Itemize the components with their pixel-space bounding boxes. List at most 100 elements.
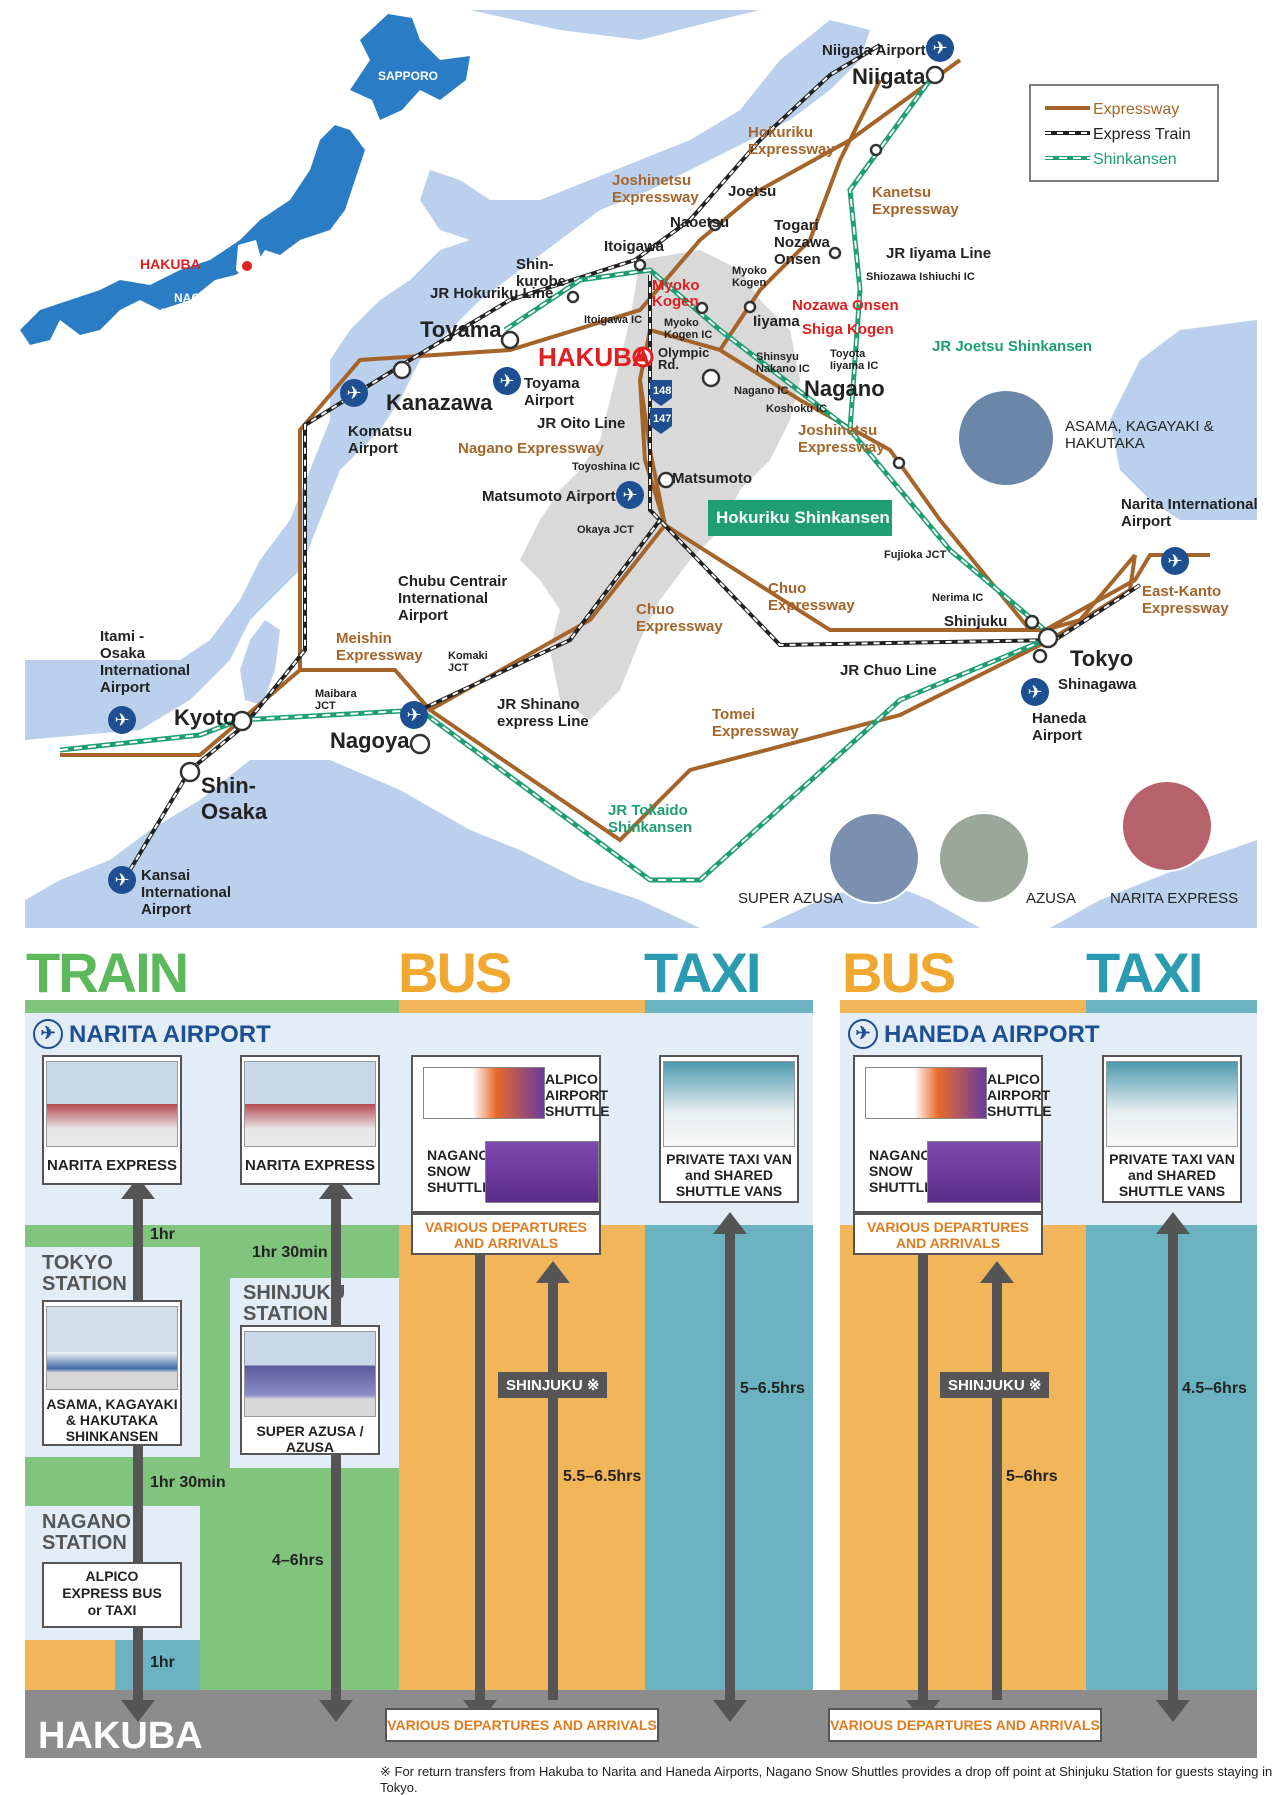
super-azusa-photo xyxy=(828,812,920,904)
red-shiga-kogen: Shiga Kogen xyxy=(802,321,894,338)
airplane-icon xyxy=(1021,678,1049,706)
hakuba-marker-dot xyxy=(639,353,647,361)
alpico-label: ALPICO AIRPORT SHUTTLE xyxy=(987,1071,1052,1119)
city-niigata: Niigata xyxy=(852,64,926,89)
exp-joshinetsu-south: Joshinetsu Expressway xyxy=(798,422,885,456)
hakuba-map-label: HAKUBA xyxy=(538,342,651,372)
card-label: NARITA EXPRESS xyxy=(244,1157,376,1174)
inset-hakuba: HAKUBA xyxy=(140,256,201,272)
airport-toyama: Toyama Airport xyxy=(524,375,580,409)
airplane-icon xyxy=(1161,547,1189,575)
city-shinagawa: Shinagawa xyxy=(1058,676,1137,693)
caption-asama: ASAMA, KAGAYAKI & HAKUTAKA xyxy=(1065,418,1214,452)
rail-hokuriku-shinkansen: Hokuriku Shinkansen xyxy=(716,508,890,527)
red-myoko-kogen: Myoko Kogen xyxy=(652,277,700,310)
rail-jr-hokuriku: JR Hokuriku Line xyxy=(430,285,554,302)
bus-column-haneda xyxy=(840,1225,1086,1690)
svg-text:✈: ✈ xyxy=(499,371,514,391)
taxi-stripe xyxy=(115,1640,200,1690)
taxi-van-photo xyxy=(1106,1061,1238,1147)
arrow-bus-narita-up xyxy=(548,1282,558,1700)
duration-4: 4–6hrs xyxy=(272,1552,324,1569)
airport-komatsu: Komatsu Airport xyxy=(348,423,413,457)
airplane-icon xyxy=(926,34,954,62)
card-label: NARITA EXPRESS xyxy=(46,1157,178,1174)
arrow-taxi-haneda xyxy=(1168,1232,1178,1700)
various-haneda-top: VARIOUS DEPARTURES AND ARRIVALS xyxy=(853,1213,1043,1255)
rail-jr-oito: JR Oito Line xyxy=(537,415,626,432)
inset-sapporo: SAPPORO xyxy=(378,69,439,83)
airport-kansai: Kansai International Airport xyxy=(141,867,232,918)
city-iiyama: Iiyama xyxy=(753,313,800,330)
svg-text:✈: ✈ xyxy=(406,705,421,725)
exp-east-kanto: East-Kanto Expressway xyxy=(1142,583,1229,617)
narita-airport-bar: ✈NARITA AIRPORT xyxy=(25,1013,813,1057)
ic-toyoshina: Toyoshina IC xyxy=(572,461,641,473)
shinkansen-lines-dash xyxy=(59,79,1046,881)
airplane-icon xyxy=(340,379,368,407)
arrow-head-down xyxy=(319,1700,353,1722)
train-bar xyxy=(25,1000,399,1013)
rail-jr-shinano: JR Shinano express Line xyxy=(497,696,589,730)
svg-text:✈: ✈ xyxy=(114,870,129,890)
card-asama: ASAMA, KAGAYAKI & HAKUTAKA SHINKANSEN xyxy=(42,1300,182,1446)
header-bus-narita: BUS xyxy=(398,941,512,1004)
train-photos xyxy=(828,389,1213,904)
nagano-station-title: NAGANO STATION xyxy=(42,1511,131,1554)
city-tokyo: Tokyo xyxy=(1070,646,1134,671)
header-taxi-haneda: TAXI xyxy=(1086,941,1203,1004)
lake-biwa xyxy=(240,620,280,705)
airplane-icon: ✈ xyxy=(33,1018,63,1049)
svg-text:✈: ✈ xyxy=(1167,551,1182,571)
inset-tokyo: TOKYO xyxy=(306,281,349,295)
arrow-taxi-narita xyxy=(725,1232,735,1700)
exp-nagano: Nagano Expressway xyxy=(458,440,604,457)
caption-azusa: AZUSA xyxy=(1026,890,1077,907)
ic-maibara: Maibara JCT xyxy=(315,688,357,712)
haneda-airport-title: HANEDA AIRPORT xyxy=(884,1021,1100,1048)
city-kyoto: Kyoto xyxy=(174,705,237,730)
rail-jr-chuo: JR Chuo Line xyxy=(840,662,937,679)
header-train: TRAIN xyxy=(26,941,189,1004)
city-kanazawa: Kanazawa xyxy=(386,390,493,415)
taxi-bar-haneda xyxy=(1086,1000,1257,1013)
duration-1: 1hr xyxy=(150,1226,175,1243)
airport-narita: Narita International Airport xyxy=(1121,496,1258,530)
airport-chubu: Chubu Centrair International Airport xyxy=(398,573,508,624)
shinjuku-stop-haneda: SHINJUKU ※ xyxy=(940,1372,1050,1398)
svg-text:✈: ✈ xyxy=(114,710,129,730)
ic-itoigawa: Itoigawa IC xyxy=(584,314,643,326)
card-taxi-narita: PRIVATE TAXI VAN and SHARED SHUTTLE VANS xyxy=(659,1055,799,1203)
asama-photo xyxy=(46,1306,178,1390)
gap-white xyxy=(813,1000,840,1690)
city-shinjuku: Shinjuku xyxy=(944,613,1008,630)
arrow-head-up xyxy=(536,1261,570,1283)
nagano-inset xyxy=(236,240,262,282)
super-azusa-photo xyxy=(244,1331,376,1417)
legend-shinkansen: Shinkansen xyxy=(1093,151,1177,168)
arrow-head-down xyxy=(1156,1700,1190,1722)
airplane-glyphs: ✈✈✈✈ ✈✈✈✈ ✈ xyxy=(114,38,1182,890)
red-nozawa-onsen: Nozawa Onsen xyxy=(792,297,899,314)
svg-text:✈: ✈ xyxy=(346,383,361,403)
narita-express-photo xyxy=(244,1061,376,1147)
nagano-snow-bus-photo xyxy=(927,1141,1041,1203)
bus-bar-haneda xyxy=(840,1000,1086,1013)
hakuba-inset-dot xyxy=(242,261,252,271)
bus-column-narita xyxy=(399,1225,645,1690)
svg-text:✈: ✈ xyxy=(622,485,637,505)
card-super-azusa: SUPER AZUSA / AZUSA xyxy=(240,1325,380,1455)
svg-text:✈: ✈ xyxy=(1027,682,1042,702)
ic-koshoku: Koshoku IC xyxy=(766,403,828,415)
airport-icons xyxy=(108,34,1189,894)
ic-nagano: Nagano IC xyxy=(734,385,789,397)
card-alpico-bus: ALPICO EXPRESS BUS or TAXI xyxy=(42,1562,182,1628)
rail-togari: Togari Nozawa Onsen xyxy=(774,217,830,268)
city-itoigawa: Itoigawa xyxy=(604,238,665,255)
hokuriku-shinkansen-box xyxy=(708,500,892,536)
duration-7: 5–6.5hrs xyxy=(740,1380,805,1397)
asama-photo xyxy=(957,389,1055,487)
ic-komaki: Komaki JCT xyxy=(448,650,488,674)
taxi-van-photo xyxy=(663,1061,795,1147)
route-147: 147 xyxy=(653,413,672,425)
